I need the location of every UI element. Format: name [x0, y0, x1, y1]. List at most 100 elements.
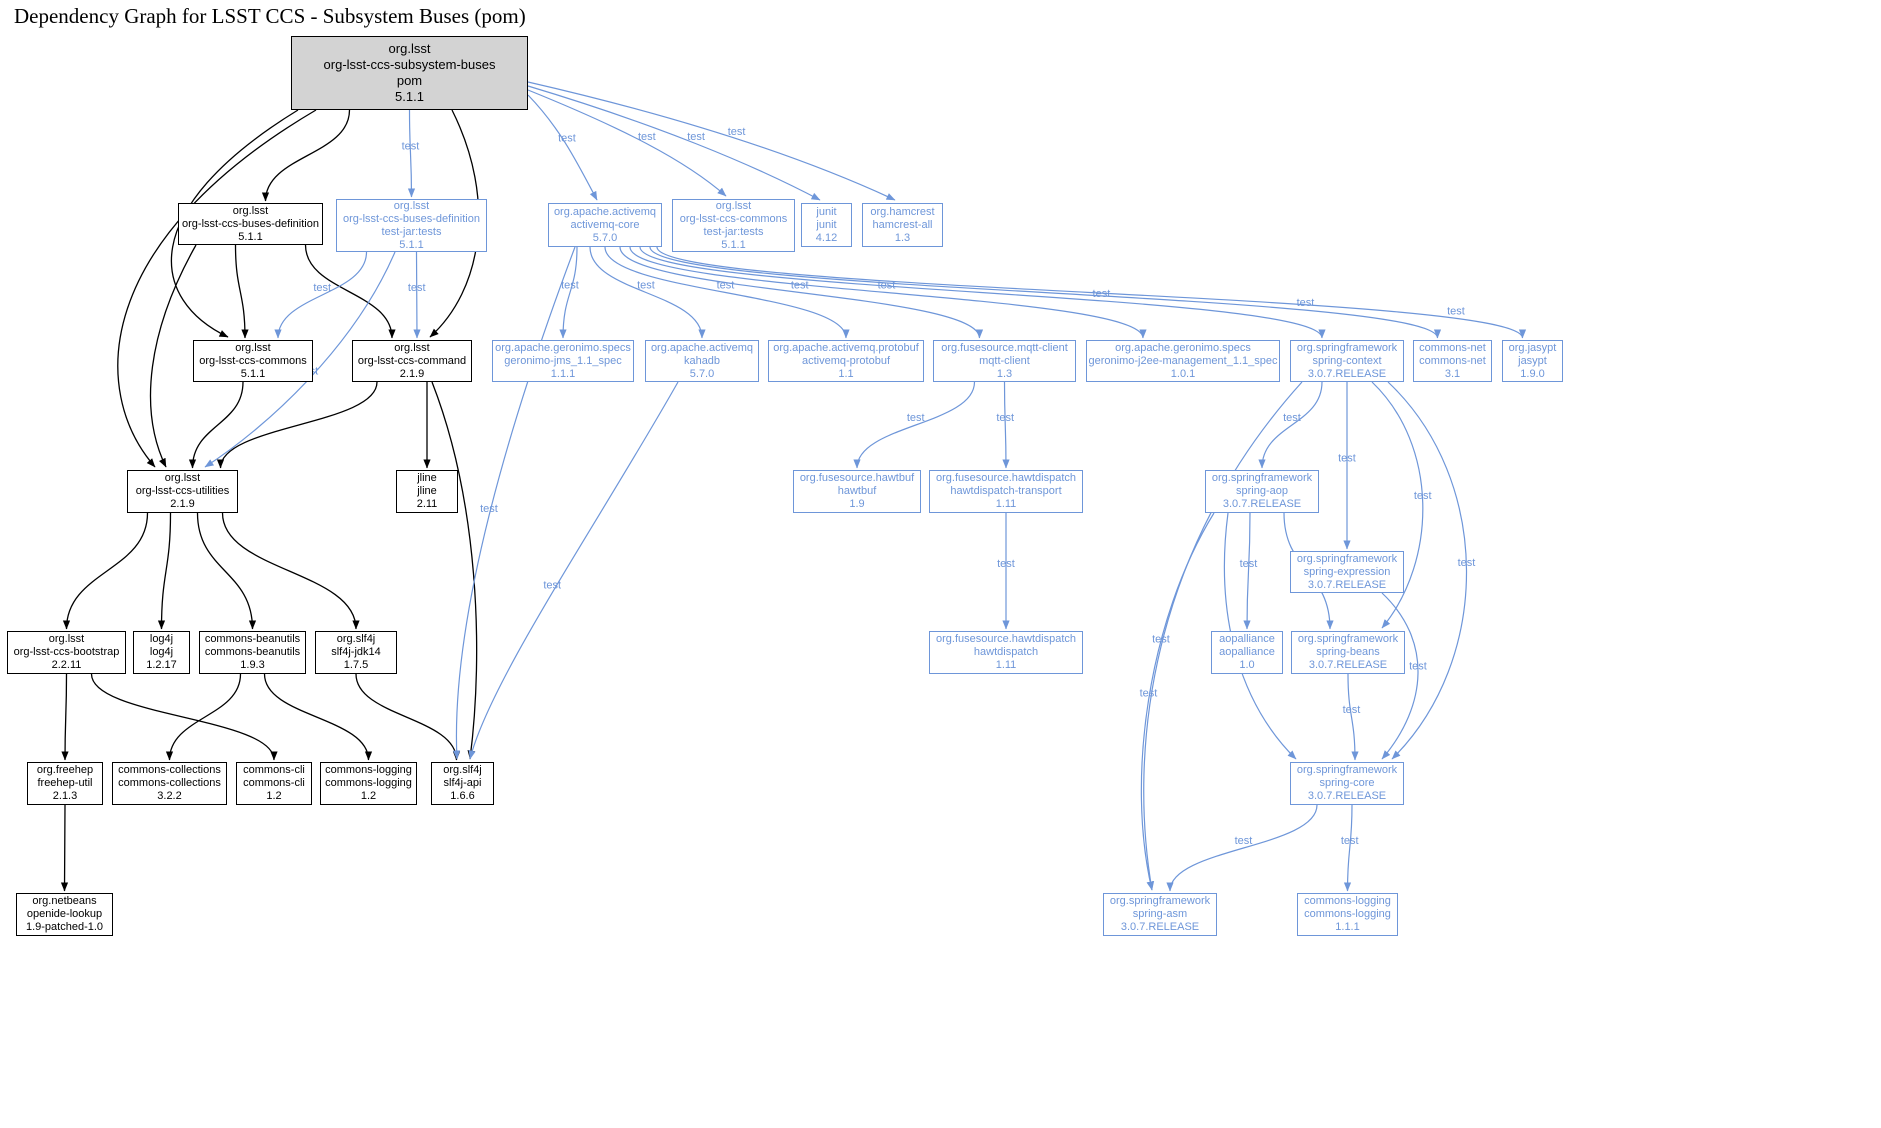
edge-definition-tests-to-command: [413, 251, 421, 339]
node-label: 1.2: [266, 790, 282, 802]
edge-test-label: test: [1140, 687, 1158, 699]
node-label: org.springframework: [1296, 764, 1398, 776]
node-label: org.lsst: [394, 341, 430, 354]
node-label: 3.0.7.RELEASE: [1308, 659, 1388, 671]
node-label: org.springframework: [1296, 341, 1398, 354]
node-label: org.fusesource.hawtbuf: [799, 472, 915, 484]
node-label: spring-aop: [1236, 485, 1288, 497]
edge-test-label: test: [728, 126, 746, 138]
node-label: org.lsst: [164, 472, 201, 484]
node-label: org-lsst-ccs-commons: [679, 212, 788, 225]
edge-activemq-core-to-slf4j-api: [452, 246, 576, 760]
edge-beanutils-to-commons-collections: [165, 673, 242, 761]
node-label: test-jar:tests: [703, 225, 764, 238]
node-label: log4j: [149, 646, 174, 658]
edge-test-label: test: [1414, 490, 1432, 502]
edge-utilities-to-slf4j-jdk14: [221, 512, 360, 630]
edge-test-label: test: [402, 141, 420, 153]
node-label: 1.2.17: [146, 659, 177, 671]
node-label: hawtdispatch: [973, 646, 1039, 658]
node-label: 3.0.7.RELEASE: [1222, 498, 1302, 510]
edge-definition-tests-to-commons: [274, 251, 368, 339]
node-label: 1.2: [360, 790, 377, 802]
node-label: 5.7.0: [689, 367, 715, 380]
node-label: org.lsst: [393, 199, 430, 212]
edge-test-label: test: [687, 131, 705, 143]
edge-test-label: test: [558, 133, 576, 145]
node-label: 1.9-patched-1.0: [25, 921, 104, 933]
edge-spring-expression-to-spring-core: [1381, 592, 1419, 760]
edge-spring-core-to-spring-asm: [1166, 804, 1318, 892]
edge-slf4j-jdk14-to-slf4j-api: [355, 673, 461, 761]
node-label: org.apache.geronimo.specs: [1115, 341, 1251, 354]
node-label: aopalliance: [1219, 633, 1275, 645]
node-label: 3.0.7.RELEASE: [1307, 367, 1387, 380]
node-label: commons-net: [1419, 341, 1486, 354]
node-label: org.springframework: [1296, 552, 1398, 565]
node-label: org.lsst: [232, 204, 269, 217]
edge-bootstrap-to-freehep: [61, 673, 69, 761]
node-label: org-lsst-ccs-utilities: [135, 485, 230, 497]
edge-root-to-hamcrest: [527, 81, 896, 201]
node-label: org.netbeans: [32, 895, 97, 907]
node-label: jline: [417, 485, 437, 497]
edge-activemq-core-to-kahadb: [589, 246, 706, 339]
edge-activemq-core-to-spring-context: [639, 246, 1326, 339]
node-label: org.springframework: [1211, 472, 1313, 484]
node-label: 5.1.1: [240, 367, 266, 380]
node-label: org.freehep: [36, 764, 94, 776]
edge-test-label: test: [907, 412, 925, 424]
edge-bootstrap-to-commons-cli: [90, 673, 278, 761]
edge-definition-to-command: [304, 244, 396, 339]
node-label: commons-logging: [325, 764, 412, 776]
edge-utilities-to-log4j: [157, 512, 172, 630]
node-label: 5.1.1: [721, 238, 746, 251]
node-label: commons-beanutils: [204, 633, 301, 645]
edge-spring-context-to-spring-aop: [1258, 381, 1323, 469]
node-label: org-lsst-ccs-buses-definition: [182, 217, 319, 230]
node-label: jline: [417, 472, 437, 484]
edge-freehep-to-openide: [60, 804, 69, 892]
node-label: jasypt: [1518, 354, 1547, 367]
node-label: org.lsst: [48, 633, 85, 645]
edge-root-to-commons: [170, 109, 299, 338]
edge-root-to-junit: [527, 85, 821, 201]
edge-spring-core-to-commons-logging-111: [1343, 804, 1353, 892]
edge-test-label: test: [1338, 453, 1356, 465]
node-label: org.springframework: [1109, 895, 1211, 907]
node-label: org.apache.geronimo.specs: [495, 341, 631, 354]
edge-test-label: test: [1283, 412, 1301, 424]
edge-test-label: test: [561, 280, 579, 292]
node-label: commons-logging: [1304, 908, 1391, 920]
node-label: 1.1.1: [1335, 921, 1360, 933]
edge-mqtt-to-hawt-transport: [1002, 381, 1010, 469]
node-label: kahadb: [683, 354, 721, 367]
edge-spring-context-to-spring-core: [1387, 381, 1468, 760]
edge-root-to-commons-tests: [527, 89, 727, 197]
edge-mqtt-to-hawtbuf: [853, 381, 976, 469]
node-label: org.lsst: [388, 41, 431, 56]
node-label: junit: [816, 218, 837, 231]
node-label: 1.6.6: [450, 790, 475, 802]
node-label: 1.9.0: [1520, 367, 1545, 380]
edge-command-to-utilities: [216, 381, 378, 469]
node-label: 1.0: [1239, 659, 1255, 671]
node-label: org.springframework: [1297, 633, 1399, 645]
edge-spring-context-to-spring-asm: [1143, 381, 1303, 891]
node-label: commons-collections: [118, 777, 221, 789]
edge-test-label: test: [1093, 288, 1111, 300]
